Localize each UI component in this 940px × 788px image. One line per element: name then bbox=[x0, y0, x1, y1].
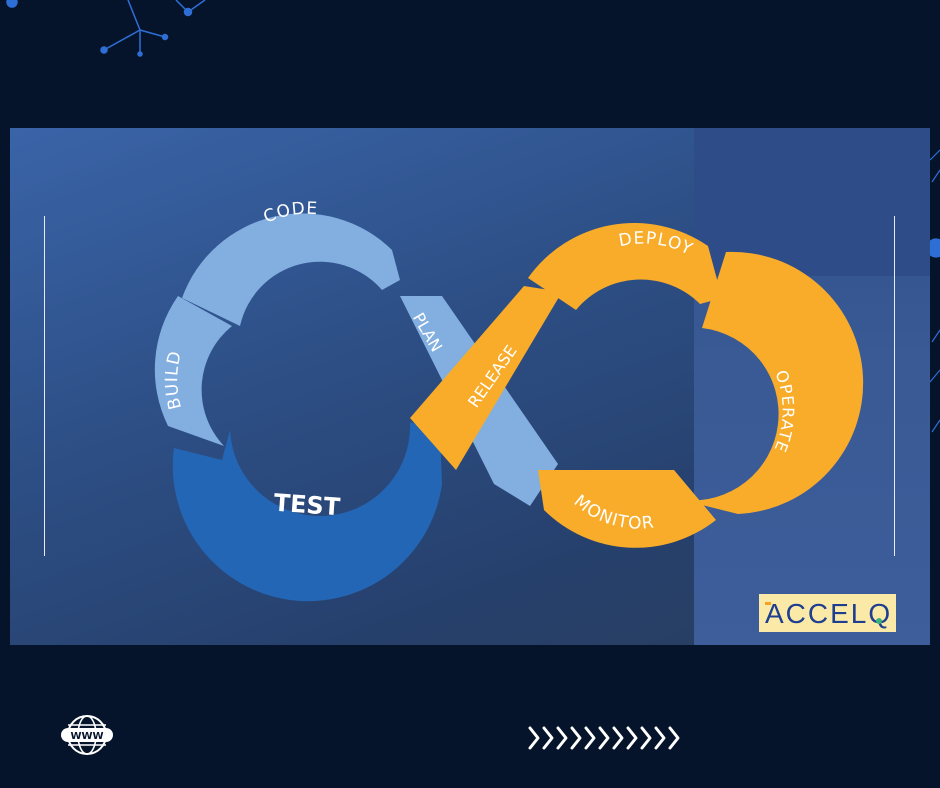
build-segment bbox=[154, 296, 232, 446]
release-segment bbox=[410, 286, 562, 470]
accelq-logo: ACCELQ bbox=[759, 594, 896, 632]
divider-left bbox=[44, 216, 45, 556]
logo-accent-icon bbox=[764, 602, 771, 605]
deploy-segment bbox=[528, 223, 722, 310]
stage-label-test: TEST bbox=[273, 489, 342, 522]
devops-banner: CODE BUILD TEST PLAN RELEASE DEPLOY OPER… bbox=[10, 128, 930, 645]
banner-side-panel-top bbox=[694, 128, 930, 276]
devops-infinity-diagram: CODE BUILD TEST PLAN RELEASE DEPLOY OPER… bbox=[154, 199, 864, 602]
divider-right bbox=[894, 216, 895, 556]
web-globe-icon[interactable]: WWW bbox=[60, 714, 114, 756]
ops-loop bbox=[410, 223, 864, 548]
chevron-arrows-icon[interactable] bbox=[526, 724, 682, 752]
network-decoration-icon bbox=[6, 0, 206, 57]
web-badge-label: WWW bbox=[70, 731, 103, 742]
monitor-segment bbox=[538, 470, 716, 548]
logo-dot-icon bbox=[875, 618, 882, 624]
code-segment bbox=[182, 213, 400, 326]
test-segment bbox=[172, 422, 442, 602]
logo-text: ACCELQ bbox=[765, 598, 892, 629]
network-decoration-right-icon bbox=[926, 149, 940, 433]
dev-loop bbox=[154, 213, 558, 602]
operate-segment bbox=[682, 251, 864, 514]
